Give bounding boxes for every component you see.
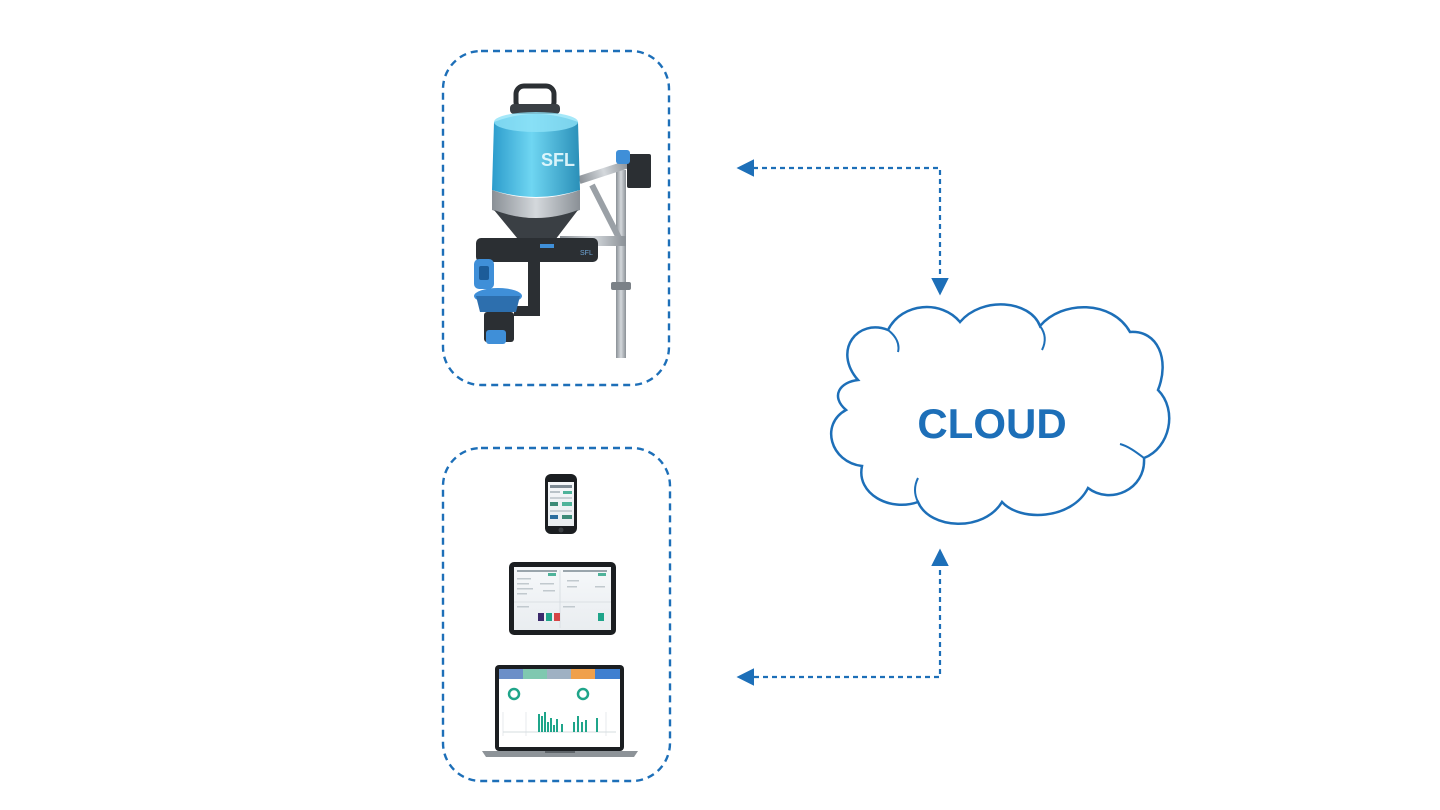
sfl-logo: SFL (541, 150, 575, 170)
smartphone-icon (545, 474, 577, 534)
svg-text:SFL: SFL (580, 250, 593, 257)
device-box (441, 49, 671, 387)
connector-device-cloud (736, 159, 949, 296)
cloud-label: CLOUD (917, 400, 1066, 447)
connector-clients-cloud (736, 548, 949, 686)
clients-box (441, 446, 672, 783)
tablet-icon (509, 562, 616, 635)
laptop-icon (482, 665, 638, 757)
cloud-shape (829, 303, 1171, 525)
dispenser-device-illustration: SFL SFL (474, 83, 651, 358)
